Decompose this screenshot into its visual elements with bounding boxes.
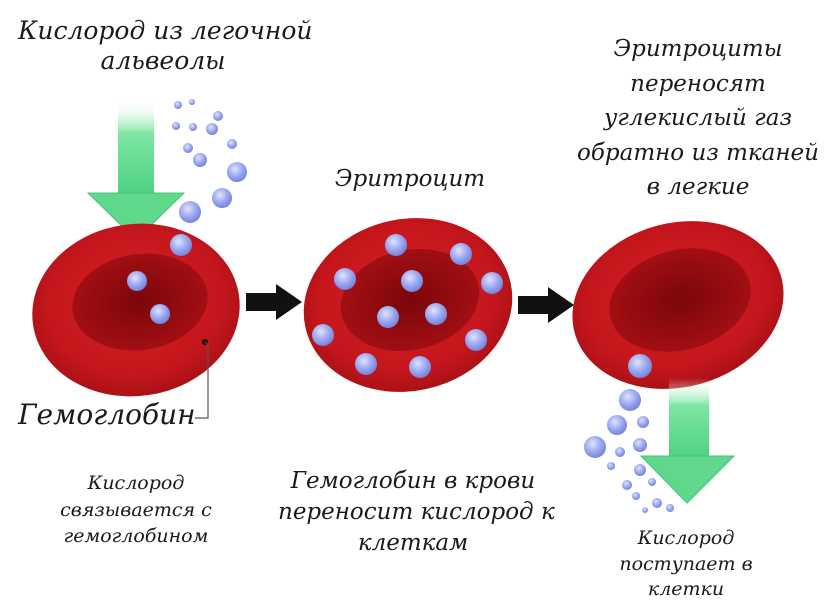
label-line: Эритроциты <box>613 36 783 62</box>
oxygen-outflow-arrow-icon <box>639 378 736 504</box>
label-line: клеткам <box>357 530 469 557</box>
label-line: поступает в <box>619 552 753 575</box>
oxygen-inflow-arrow-icon <box>86 100 186 241</box>
label-line: углекислый газ <box>603 105 793 131</box>
label-line: обратно из тканей <box>577 139 819 166</box>
label-line: Гемоглобин <box>18 398 196 431</box>
label-alveoli-oxygen: Кислород из легочной альвеолы <box>18 16 313 76</box>
label-release: Кислород поступает в клетки <box>596 526 776 603</box>
label-line: клетки <box>647 578 725 601</box>
label-line: Эритроцит <box>334 166 486 192</box>
hemoglobin-pointer <box>195 341 209 419</box>
process-arrow-1-icon <box>246 284 302 320</box>
label-co2-return: Эритроциты переносят углекислый газ обра… <box>568 32 828 205</box>
label-line: Кислород из легочной <box>18 16 313 45</box>
label-erythrocyte: Эритроцит <box>300 166 520 194</box>
label-line: Кислород <box>637 527 735 549</box>
label-binds: Кислород связывается с гемоглобином <box>36 470 236 550</box>
label-line: в легкие <box>646 174 750 200</box>
label-line: Кислород <box>87 472 185 494</box>
oxygen-molecules-outgoing <box>584 389 674 513</box>
label-line: связывается с <box>60 498 212 521</box>
red-blood-cell-3 <box>572 221 784 389</box>
label-hemoglobin: Гемоглобин <box>18 398 196 432</box>
red-blood-cell-2 <box>303 218 513 392</box>
label-line: альвеолы <box>100 46 226 75</box>
label-line: гемоглобином <box>63 525 209 548</box>
label-line: переносит кислород к <box>278 499 555 526</box>
oxygen-molecules-incoming <box>172 99 247 223</box>
red-blood-cell-1 <box>32 223 240 397</box>
label-line: переносят <box>630 70 766 97</box>
process-arrow-2-icon <box>518 287 574 323</box>
label-transport: Гемоглобин в крови переносит кислород к … <box>278 466 555 559</box>
label-line: Гемоглобин в крови <box>290 468 536 494</box>
